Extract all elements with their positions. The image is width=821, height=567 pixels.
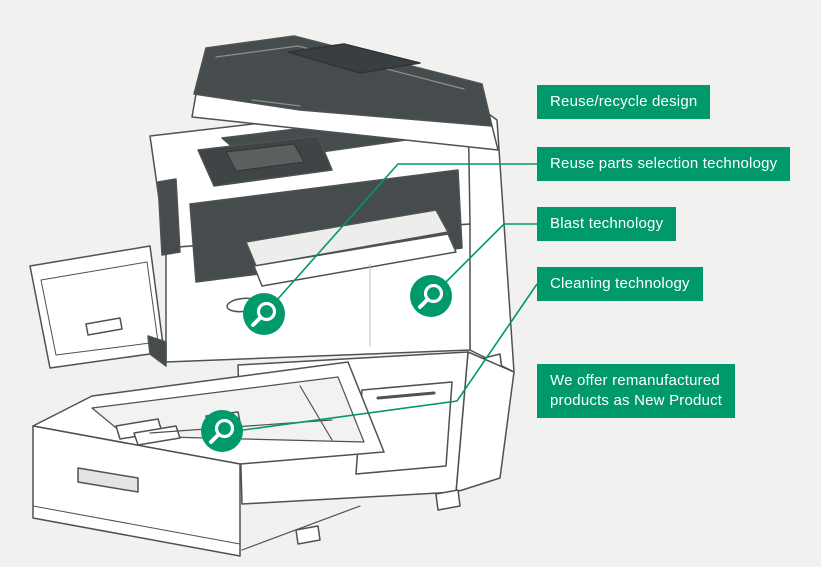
lid-highlight (215, 45, 465, 90)
drawer-front-seam (32, 505, 241, 545)
connector-blast (435, 223, 537, 293)
output-tray-upper (245, 209, 449, 267)
callout-reuse-recycle-design: Reuse/recycle design (537, 85, 711, 119)
magnifier-icon (243, 293, 285, 335)
magnifier-markers (201, 275, 452, 452)
adf-tray (287, 43, 421, 74)
cabinet-foot (435, 489, 461, 511)
drawer-divider (299, 385, 333, 441)
paper-guide-2 (133, 425, 181, 446)
callout-blast-technology: Blast technology (537, 207, 677, 241)
drawer-handle (77, 467, 139, 493)
magnifier-icon (410, 275, 452, 317)
callout-reuse-parts-selection: Reuse parts selection technology (537, 147, 791, 181)
bypass-hinge-shade (147, 335, 167, 367)
printer-body-group (29, 35, 515, 557)
connector-reuse-parts (267, 163, 537, 311)
connector-cleaning (242, 283, 538, 431)
connector-lines (242, 163, 538, 431)
cabinet-drawer-handle (376, 391, 436, 400)
output-tray-lower (253, 233, 457, 287)
left-edge-shade (157, 178, 181, 256)
base-edge (241, 505, 361, 551)
callout-remanufactured-products: We offer remanufactured products as New … (537, 364, 736, 418)
control-panel-screen (225, 143, 305, 172)
callout-cleaning-technology: Cleaning technology (537, 267, 703, 301)
scanner-lid (193, 35, 493, 127)
base-foot (295, 525, 321, 545)
bypass-tray-latch (85, 317, 123, 336)
lid-notch (251, 99, 301, 107)
magnifier-icon (201, 410, 243, 452)
